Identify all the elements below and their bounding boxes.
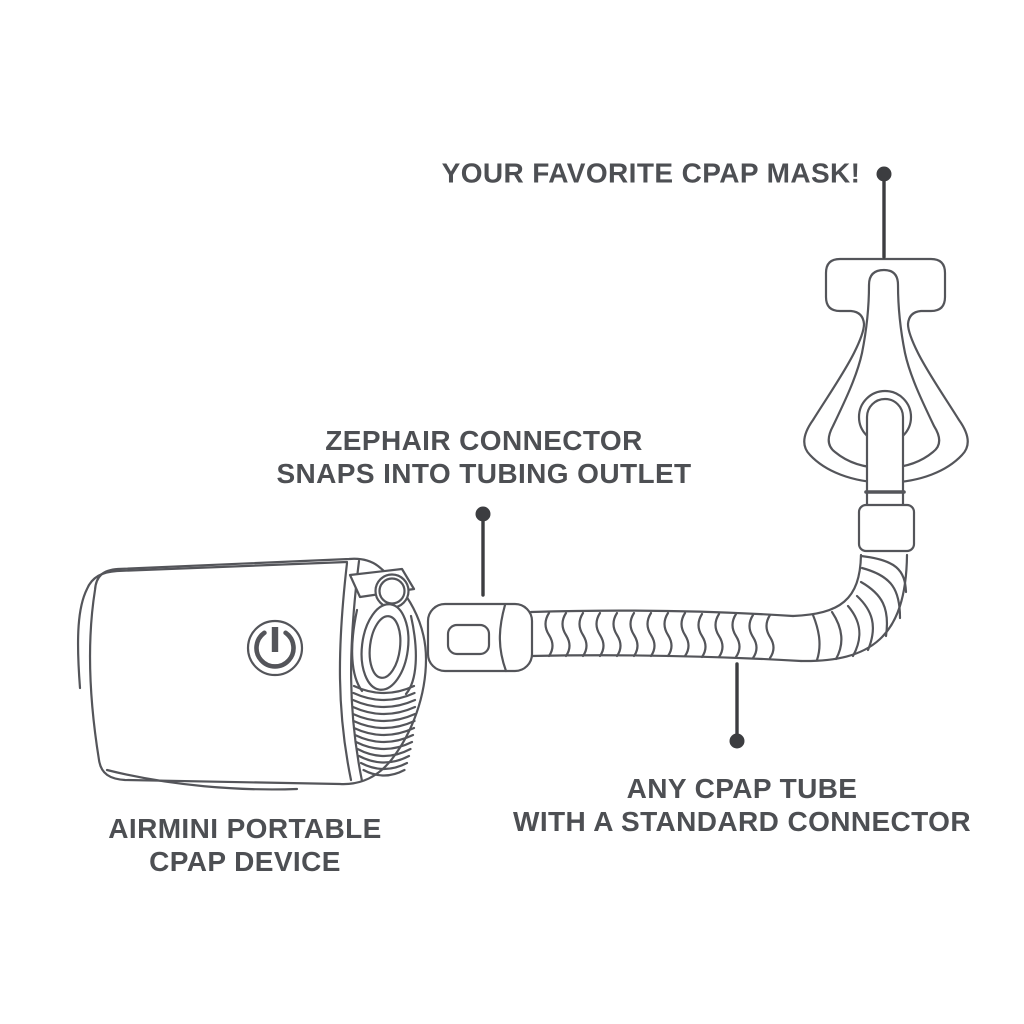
cpap-tube-illustration xyxy=(529,553,909,663)
leader-line-mask xyxy=(876,166,892,259)
tube-bend-corrugations xyxy=(811,554,908,662)
mask-label-text: YOUR FAVORITE CPAP MASK! xyxy=(441,157,861,189)
device-label-line1: AIRMINI PORTABLE xyxy=(108,813,382,844)
airmini-device-illustration xyxy=(76,557,428,791)
power-icon xyxy=(246,619,304,677)
connector-body xyxy=(426,602,534,673)
leader-line-tube xyxy=(729,662,745,749)
device-base xyxy=(105,768,299,791)
connector-label-line1: ZEPHAIR CONNECTOR xyxy=(325,425,643,456)
connector-cuff-seam xyxy=(498,603,508,673)
leader-line-connector xyxy=(475,506,491,597)
device-label: AIRMINI PORTABLE CPAP DEVICE xyxy=(108,812,381,878)
cpap-mask-illustration xyxy=(803,257,969,553)
connector-label: ZEPHAIR CONNECTOR SNAPS INTO TUBING OUTL… xyxy=(276,424,691,490)
tube-label-line1: ANY CPAP TUBE xyxy=(626,773,858,804)
standard-connector-cuff xyxy=(857,503,916,553)
connector-label-line2: SNAPS INTO TUBING OUTLET xyxy=(276,458,692,489)
device-lid-seam xyxy=(76,560,349,690)
zephair-connector-illustration xyxy=(426,602,534,673)
tube-corrugations xyxy=(544,611,775,660)
device-label-line2: CPAP DEVICE xyxy=(149,846,341,877)
device-ribbed-boot xyxy=(351,684,417,777)
mask-label: YOUR FAVORITE CPAP MASK! xyxy=(442,157,861,190)
connector-snap-button xyxy=(446,623,491,656)
tube-label-line2: WITH A STANDARD CONNECTOR xyxy=(513,806,971,837)
tube-label: ANY CPAP TUBE WITH A STANDARD CONNECTOR xyxy=(513,772,971,838)
mask-swivel-tube xyxy=(865,397,905,507)
